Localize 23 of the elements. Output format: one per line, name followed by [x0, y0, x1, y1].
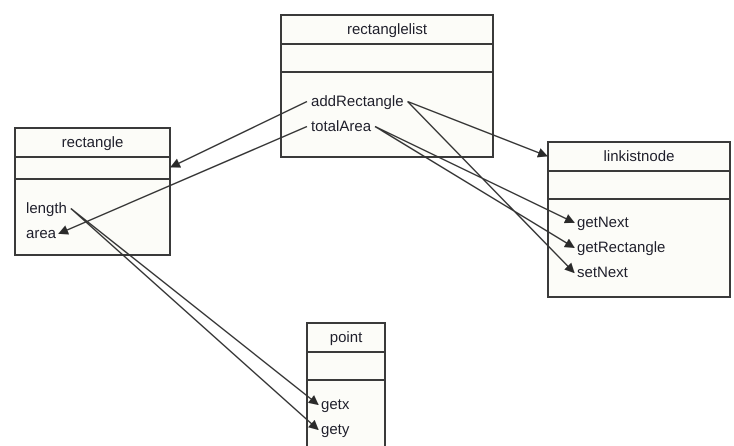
- arrow: [170, 100, 308, 168]
- class-name: point: [308, 324, 384, 353]
- arrow: [58, 126, 308, 235]
- method-name: gety: [321, 417, 350, 442]
- class-box: [14, 127, 171, 256]
- arrow: [407, 101, 575, 274]
- arrow: [407, 100, 548, 158]
- class-box: [306, 322, 386, 446]
- class-name: rectanglelist: [282, 16, 492, 45]
- method-name: setNext: [577, 260, 628, 285]
- method-name: getRectangle: [577, 235, 666, 260]
- arrow: [374, 126, 575, 248]
- method-name: totalArea: [311, 114, 372, 139]
- arrow: [374, 126, 575, 224]
- class-name: rectangle: [16, 129, 169, 158]
- method-name: addRectangle: [311, 89, 404, 114]
- class-box: [547, 141, 731, 298]
- method-name: length: [26, 196, 67, 221]
- method-name: area: [26, 221, 56, 246]
- class-box: [280, 14, 494, 158]
- class-name: linkistnode: [549, 143, 729, 172]
- method-name: getx: [321, 392, 350, 417]
- method-name: getNext: [577, 210, 629, 235]
